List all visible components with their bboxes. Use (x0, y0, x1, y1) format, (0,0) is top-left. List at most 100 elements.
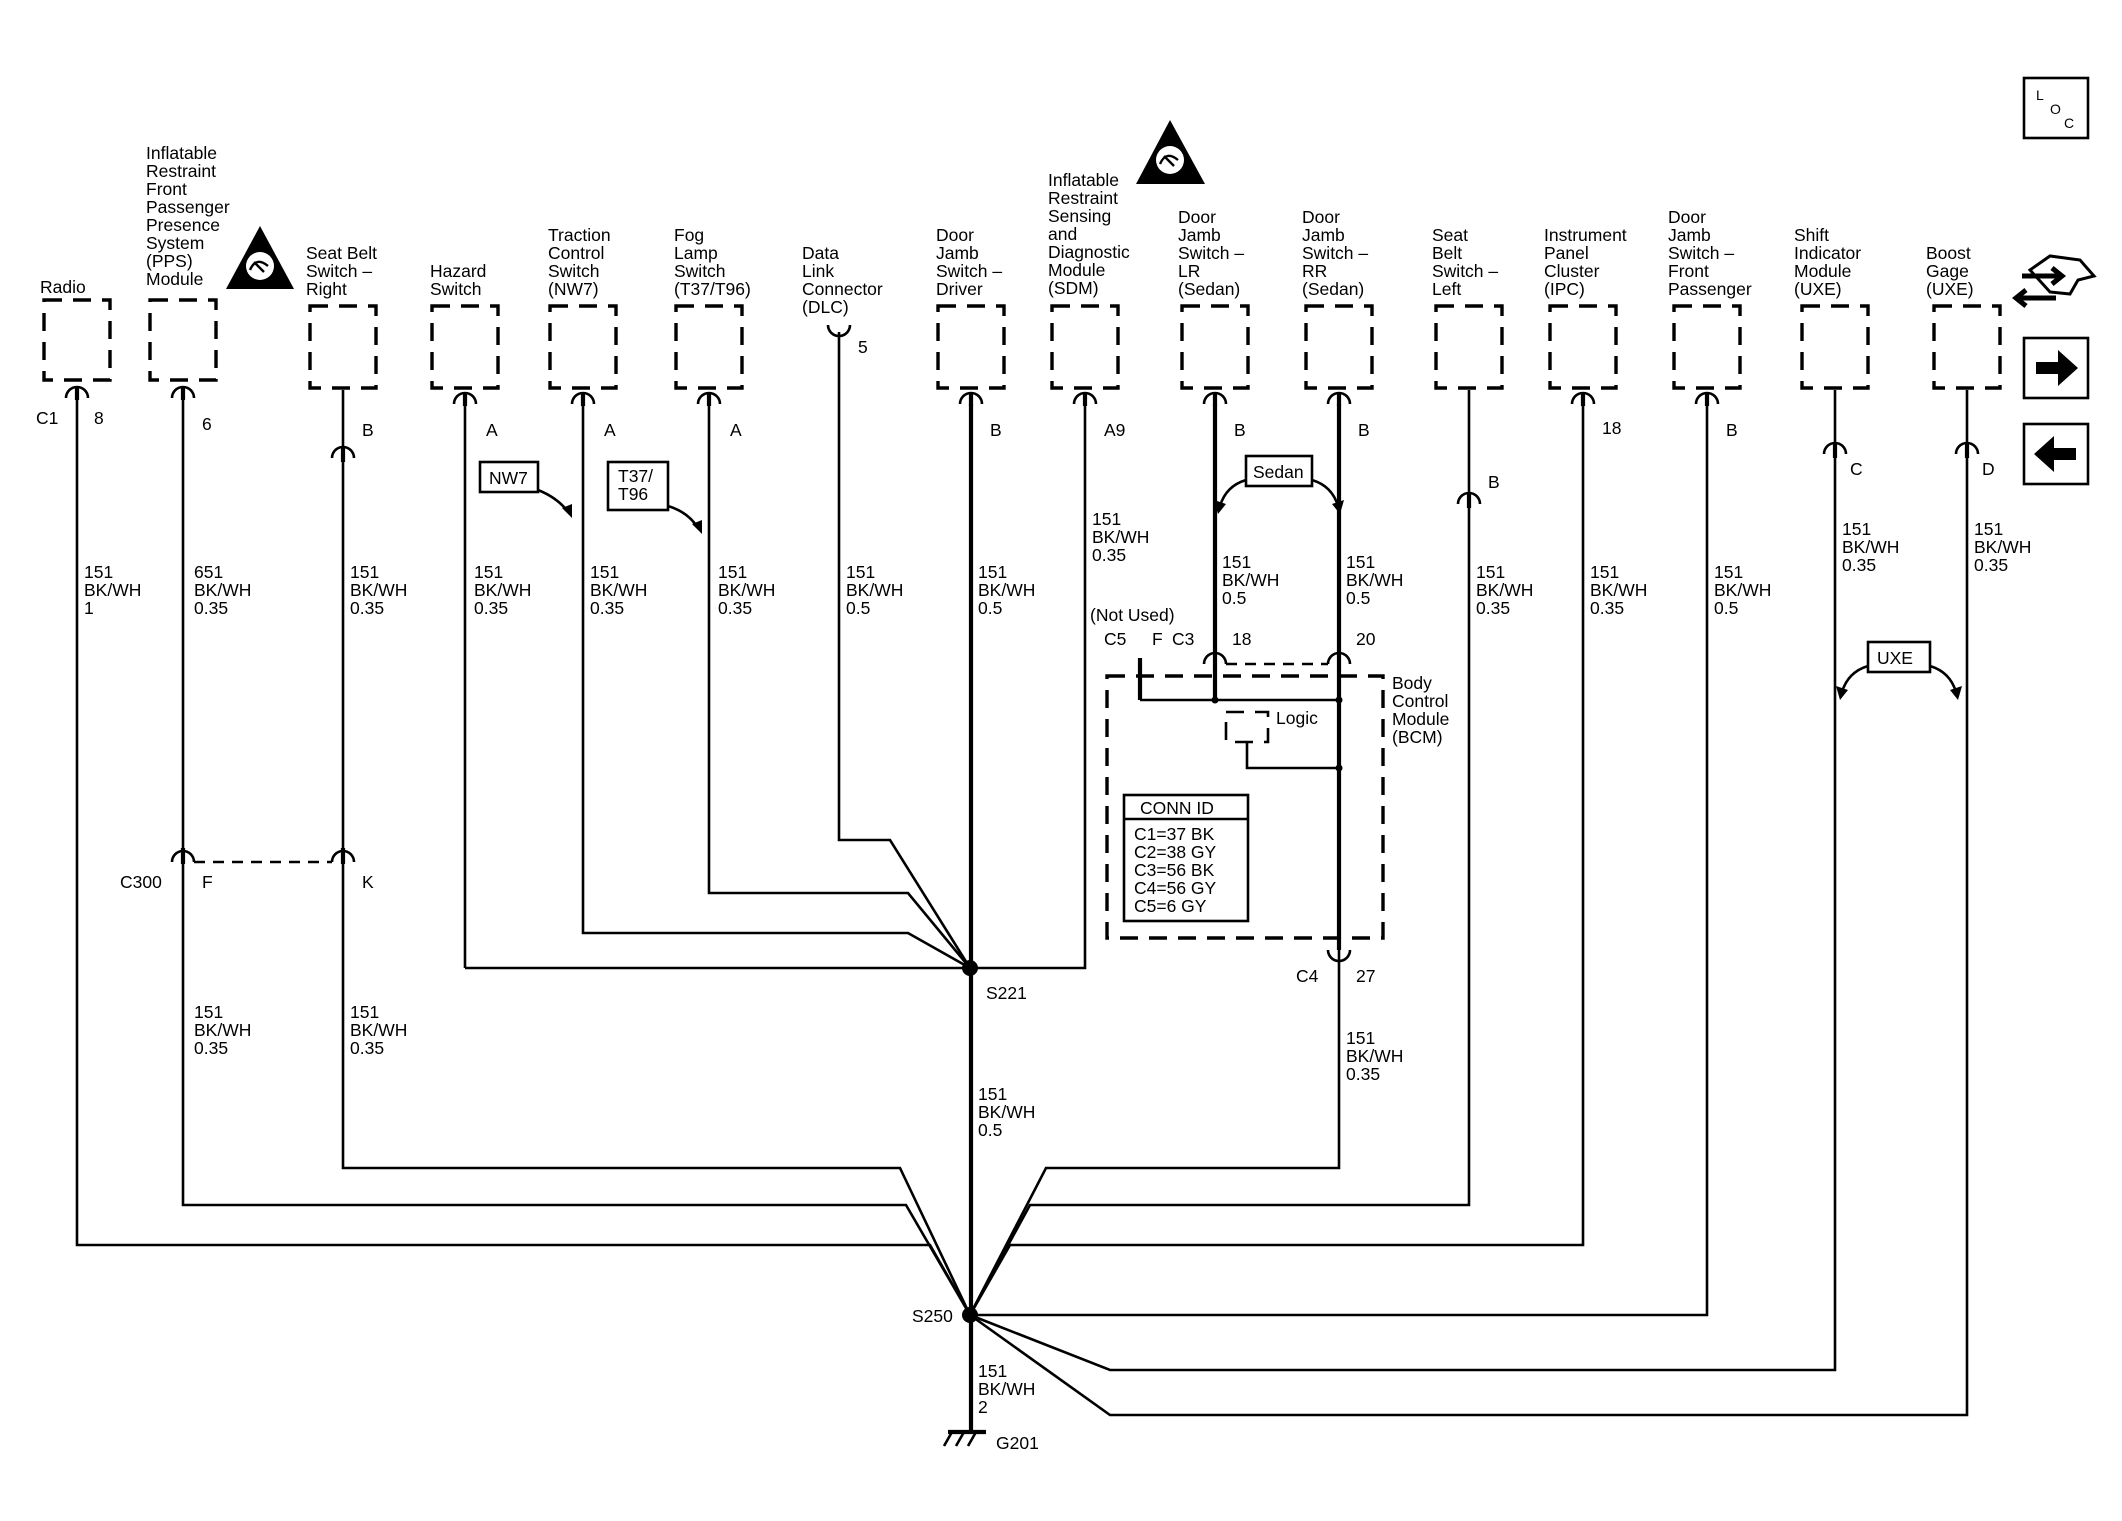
svg-text:Switch: Switch (430, 279, 482, 299)
svg-text:(IPC): (IPC) (1544, 279, 1585, 299)
svg-text:Module: Module (1794, 261, 1851, 281)
svg-text:651: 651 (194, 562, 223, 582)
svg-text:Left: Left (1432, 279, 1461, 299)
svg-text:151: 151 (194, 1002, 223, 1022)
svg-text:BK/WH: BK/WH (350, 1020, 407, 1040)
splice-s221 (962, 960, 978, 976)
svg-text:Belt: Belt (1432, 243, 1462, 263)
svg-text:Instrument: Instrument (1544, 225, 1627, 245)
seat-belt-switch-left-label: Seat Belt Switch – Left (1432, 225, 1498, 299)
svg-text:LR: LR (1178, 261, 1200, 281)
wiring (75, 332, 1969, 1447)
seat-belt-switch-right-component (308, 304, 378, 390)
svg-text:BK/WH: BK/WH (84, 580, 141, 600)
svg-text:Front: Front (1668, 261, 1709, 281)
svg-text:C3: C3 (1172, 629, 1194, 649)
svg-text:BK/WH: BK/WH (590, 580, 647, 600)
svg-text:Indicator: Indicator (1794, 243, 1861, 263)
airbag-warning-icon (226, 226, 294, 289)
svg-text:Panel: Panel (1544, 243, 1589, 263)
svg-text:C1=37 BK: C1=37 BK (1134, 824, 1215, 844)
ipc-component (1548, 304, 1618, 390)
svg-text:B: B (362, 420, 374, 440)
svg-text:BK/WH: BK/WH (1346, 570, 1403, 590)
svg-text:T96: T96 (618, 484, 648, 504)
svg-text:BK/WH: BK/WH (1476, 580, 1533, 600)
svg-text:Diagnostic: Diagnostic (1048, 242, 1130, 262)
svg-text:BK/WH: BK/WH (350, 580, 407, 600)
option-nw7-callout: NW7 (478, 460, 572, 518)
svg-text:Jamb: Jamb (1302, 225, 1345, 245)
door-jamb-switch-rr-label: Door Jamb Switch – RR (Sedan) (1302, 207, 1368, 299)
svg-text:Jamb: Jamb (936, 243, 979, 263)
option-uxe-callout: UXE (1836, 640, 1962, 700)
airbag-warning-icon (1136, 120, 1205, 184)
dlc-label: Data Link Connector (DLC) (802, 243, 883, 317)
svg-text:8: 8 (94, 408, 104, 428)
svg-text:NW7: NW7 (489, 468, 528, 488)
svg-text:151: 151 (846, 562, 875, 582)
svg-text:0.5: 0.5 (1222, 588, 1246, 608)
conn-id-table: CONN ID C1=37 BK C2=38 GY C3=56 BK C4=56… (1134, 798, 1217, 916)
option-sedan-callout: Sedan (1214, 454, 1344, 514)
svg-text:BK/WH: BK/WH (1590, 580, 1647, 600)
svg-text:Data: Data (802, 243, 839, 263)
loc-icon[interactable]: L O C (2022, 76, 2090, 140)
svg-text:BK/WH: BK/WH (846, 580, 903, 600)
splice-s250 (962, 1307, 978, 1323)
svg-text:Switch –: Switch – (306, 261, 372, 281)
svg-text:Inflatable: Inflatable (1048, 170, 1119, 190)
component-locator-icon[interactable] (2011, 254, 2097, 308)
svg-text:Switch: Switch (674, 261, 726, 281)
hazard-switch-component (430, 304, 500, 390)
svg-text:0.35: 0.35 (474, 598, 508, 618)
svg-text:Passenger: Passenger (1668, 279, 1752, 299)
svg-text:B: B (990, 420, 1002, 440)
svg-text:151: 151 (590, 562, 619, 582)
svg-text:F: F (202, 872, 213, 892)
door-jamb-switch-front-passenger-label: Door Jamb Switch – Front Passenger (1668, 207, 1752, 299)
prev-arrow-icon[interactable] (2022, 422, 2090, 486)
svg-text:(PPS): (PPS) (146, 251, 193, 271)
svg-text:Lamp: Lamp (674, 243, 718, 263)
svg-text:BK/WH: BK/WH (978, 1379, 1035, 1399)
svg-text:6: 6 (202, 414, 212, 434)
svg-text:Module: Module (146, 269, 203, 289)
svg-text:0.5: 0.5 (1714, 598, 1738, 618)
radio-label: Radio (40, 277, 86, 297)
svg-text:BK/WH: BK/WH (194, 1020, 251, 1040)
svg-text:(DLC): (DLC) (802, 297, 849, 317)
svg-text:CONN ID: CONN ID (1140, 798, 1214, 818)
svg-text:A: A (730, 420, 742, 440)
boost-gage-label: Boost Gage (UXE) (1926, 243, 1974, 299)
svg-text:B: B (1234, 420, 1246, 440)
svg-text:Front: Front (146, 179, 187, 199)
svg-text:Sedan: Sedan (1253, 462, 1304, 482)
svg-text:K: K (362, 872, 374, 892)
ground-g201-label: G201 (996, 1433, 1039, 1453)
svg-text:Door: Door (1668, 207, 1706, 227)
door-jamb-switch-lr-component (1180, 304, 1250, 390)
svg-text:0.35: 0.35 (1346, 1064, 1380, 1084)
svg-text:151: 151 (978, 1084, 1007, 1104)
svg-text:0.35: 0.35 (194, 598, 228, 618)
svg-text:Switch –: Switch – (1302, 243, 1368, 263)
svg-text:T37/: T37/ (618, 466, 653, 486)
door-jamb-switch-front-passenger-component (1672, 304, 1742, 390)
svg-text:0.35: 0.35 (1974, 555, 2008, 575)
svg-text:Jamb: Jamb (1178, 225, 1221, 245)
svg-text:27: 27 (1356, 966, 1375, 986)
shift-indicator-module-component (1800, 304, 1870, 390)
svg-text:151: 151 (718, 562, 747, 582)
svg-text:Control: Control (1392, 691, 1448, 711)
svg-text:B: B (1726, 420, 1738, 440)
svg-text:(Sedan): (Sedan) (1302, 279, 1364, 299)
svg-text:20: 20 (1356, 629, 1376, 649)
svg-text:RR: RR (1302, 261, 1327, 281)
svg-text:Restraint: Restraint (146, 161, 216, 181)
next-arrow-icon[interactable] (2022, 336, 2090, 400)
svg-text:151: 151 (978, 1361, 1007, 1381)
svg-text:151: 151 (474, 562, 503, 582)
svg-text:Connector: Connector (802, 279, 883, 299)
pps-module-component (148, 298, 218, 382)
